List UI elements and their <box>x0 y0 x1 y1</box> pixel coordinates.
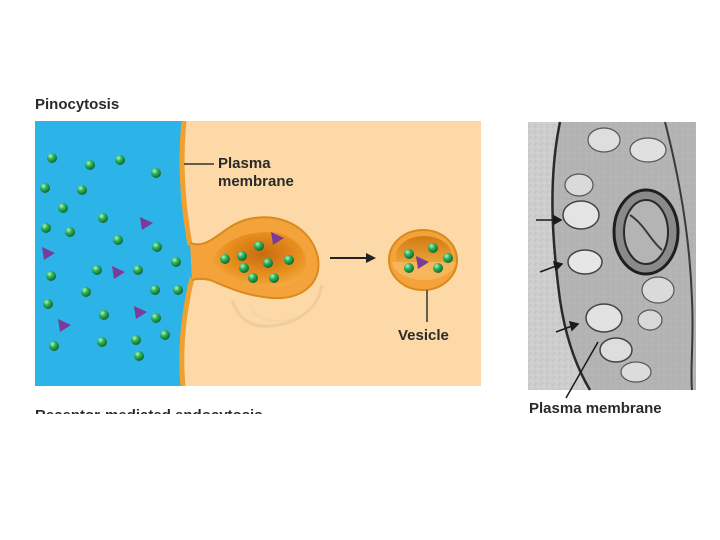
green-particle-icon <box>150 285 160 295</box>
plasma-membrane-label: Plasma membrane <box>218 155 294 190</box>
green-particle-icon <box>220 254 230 264</box>
membrane-pocket <box>189 216 324 328</box>
green-particle-icon <box>77 185 87 195</box>
green-particle-icon <box>433 263 443 273</box>
particles-group <box>40 153 453 361</box>
green-particle-icon <box>65 227 75 237</box>
green-particle-icon <box>404 249 414 259</box>
green-particle-icon <box>40 183 50 193</box>
arrow-right-icon <box>330 253 376 263</box>
green-particle-icon <box>49 341 59 351</box>
micrograph-arrows <box>536 214 580 333</box>
green-particle-icon <box>269 273 279 283</box>
vesicle-label: Vesicle <box>398 327 449 344</box>
green-particle-icon <box>97 337 107 347</box>
green-particle-icon <box>85 160 95 170</box>
green-particle-icon <box>134 351 144 361</box>
green-particle-icon <box>428 243 438 253</box>
micrograph-membrane-label: Plasma membrane <box>529 400 662 417</box>
green-particle-icon <box>98 213 108 223</box>
green-particle-icon <box>239 263 249 273</box>
pinocytosis-panel <box>35 120 481 387</box>
purple-triangle-icon <box>416 256 429 269</box>
green-particle-icon <box>92 265 102 275</box>
green-particle-icon <box>99 310 109 320</box>
green-particle-icon <box>171 257 181 267</box>
green-particle-icon <box>43 299 53 309</box>
green-particle-icon <box>46 271 56 281</box>
green-particle-icon <box>151 168 161 178</box>
purple-triangle-icon <box>58 319 71 332</box>
green-particle-icon <box>443 253 453 263</box>
green-particle-icon <box>237 251 247 261</box>
green-particle-icon <box>404 263 414 273</box>
purple-triangle-icon <box>140 217 153 230</box>
electron-micrograph <box>528 121 696 399</box>
green-particle-icon <box>160 330 170 340</box>
green-particle-icon <box>284 255 294 265</box>
purple-triangle-icon <box>134 306 147 319</box>
purple-triangle-icon <box>271 232 284 245</box>
green-particle-icon <box>173 285 183 295</box>
green-particle-icon <box>151 313 161 323</box>
plasma-membrane-line <box>179 120 195 387</box>
green-particle-icon <box>58 203 68 213</box>
purple-triangle-icon <box>112 266 125 279</box>
green-particle-icon <box>248 273 258 283</box>
green-particle-icon <box>263 258 273 268</box>
next-section-heading-cropped: Receptor-mediated endocytosis <box>35 405 263 414</box>
green-particle-icon <box>115 155 125 165</box>
green-particle-icon <box>254 241 264 251</box>
green-particle-icon <box>133 265 143 275</box>
green-particle-icon <box>152 242 162 252</box>
green-particle-icon <box>113 235 123 245</box>
figure-title: Pinocytosis <box>35 96 120 113</box>
green-particle-icon <box>131 335 141 345</box>
green-particle-icon <box>41 223 51 233</box>
green-particle-icon <box>81 287 91 297</box>
purple-triangle-icon <box>42 247 55 260</box>
green-particle-icon <box>47 153 57 163</box>
